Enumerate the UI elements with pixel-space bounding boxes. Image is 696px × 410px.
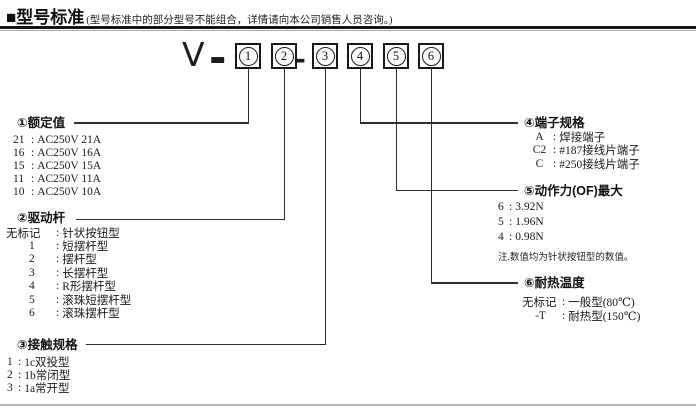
connector-line-v2 (283, 69, 285, 220)
section-2-label: ②驱动杆 (17, 211, 66, 225)
circled-digit-5: 5 (386, 46, 406, 66)
list-item: 1:1c双投型 (7, 355, 70, 369)
list-item: 2:摆杆型 (29, 253, 97, 267)
section-1-items: 21:AC250V 21A 16:AC250V 16A 15:AC250V 15… (13, 133, 101, 198)
connector-line-h5 (396, 189, 518, 191)
list-item: 4:0.98N (498, 230, 544, 243)
connector-line-v4 (359, 69, 361, 124)
section-4-label: ④端子规格 (524, 116, 585, 130)
connector-line-h4 (360, 122, 518, 124)
section-6-items: 无标记:一般型(80℃) -T:耐热型(150℃) (522, 295, 640, 323)
header-rule (0, 26, 696, 29)
list-item: C:#250接线片端子 (535, 157, 640, 171)
model-dash-1: - (209, 33, 227, 82)
list-item: 11:AC250V 11A (13, 172, 101, 185)
model-digit-box-5: 5 (383, 43, 409, 69)
connector-line-h1 (74, 122, 249, 124)
section-5-label: ⑤动作力(OF)最大 (524, 184, 623, 198)
list-item: 3:长摆杆型 (29, 266, 109, 280)
section-3-items: 1:1c双投型 2:1b常闭型 3:1a常开型 (7, 355, 71, 395)
model-digit-box-1: 1 (235, 43, 261, 69)
list-item: A:焊接端子 (535, 130, 606, 144)
circled-digit-2: 2 (274, 46, 294, 66)
header-rule-shadow (0, 30, 696, 31)
section-5-items: 6:3.92N 5:1.96N 4:0.98N (498, 200, 544, 244)
circled-digit-6: 6 (421, 46, 441, 66)
model-dash-2: - (295, 45, 306, 75)
model-digit-box-3: 3 (312, 43, 338, 69)
list-item: 21:AC250V 21A (13, 133, 102, 146)
section-2-items: 无标记:针状按钮型 1:短摆杆型 2:摆杆型 3:长摆杆型 4:R形摆杆型 5:… (6, 226, 131, 320)
model-digit-box-4: 4 (347, 43, 373, 69)
list-item: 3:1a常开型 (7, 381, 70, 395)
list-item: 2:1b常闭型 (7, 368, 71, 382)
list-item: -T:耐热型(150℃) (535, 310, 641, 323)
model-prefix: V (182, 35, 205, 74)
connector-line-h2 (76, 218, 285, 220)
section-5-note: 注.数值均为针状按钮型的数值。 (498, 253, 634, 263)
list-item: 10:AC250V 10A (13, 185, 102, 198)
list-item: 5:1.96N (498, 216, 544, 229)
connector-line-v1 (247, 69, 249, 124)
connector-line-v3 (324, 69, 326, 345)
connector-line-h6 (431, 282, 518, 284)
circled-digit-3: 3 (315, 46, 335, 66)
section-4-items: A:焊接端子 C2:#187接线片端子 C:#250接线片端子 (529, 130, 640, 171)
page-subtitle: (型号标准中的部分型号不能组合，详情请向本公司销售人员咨询。) (86, 15, 393, 26)
section-1-label: ①额定值 (17, 116, 66, 130)
list-item: 1:短摆杆型 (29, 240, 109, 254)
list-item: 无标记:针状按钮型 (6, 226, 120, 240)
document-header: ■型号标准 (型号标准中的部分型号不能组合，详情请向本公司销售人员咨询。) (6, 3, 393, 28)
list-item: 无标记:一般型(80℃) (522, 296, 635, 309)
list-item: 4:R形摆杆型 (29, 280, 116, 294)
list-item: 6:3.92N (498, 201, 544, 214)
model-digit-box-6: 6 (418, 43, 444, 69)
model-digit-box-2: 2 (271, 43, 297, 69)
circled-digit-4: 4 (350, 46, 370, 66)
list-item: C2:#187接线片端子 (532, 144, 640, 158)
section-6-label: ⑥耐热温度 (524, 276, 585, 290)
circled-digit-1: 1 (238, 46, 258, 66)
section-3-label: ③接触规格 (17, 338, 78, 352)
page-title: ■型号标准 (6, 8, 85, 27)
footer-rule (0, 404, 696, 406)
list-item: 16:AC250V 16A (13, 146, 102, 159)
list-item: 5:滚珠短摆杆型 (29, 293, 132, 307)
list-item: 6:滚珠摆杆型 (29, 307, 120, 321)
connector-line-v5 (395, 69, 397, 191)
connector-line-v6 (430, 69, 432, 284)
connector-line-h3 (86, 343, 326, 345)
list-item: 15:AC250V 15A (13, 159, 102, 172)
